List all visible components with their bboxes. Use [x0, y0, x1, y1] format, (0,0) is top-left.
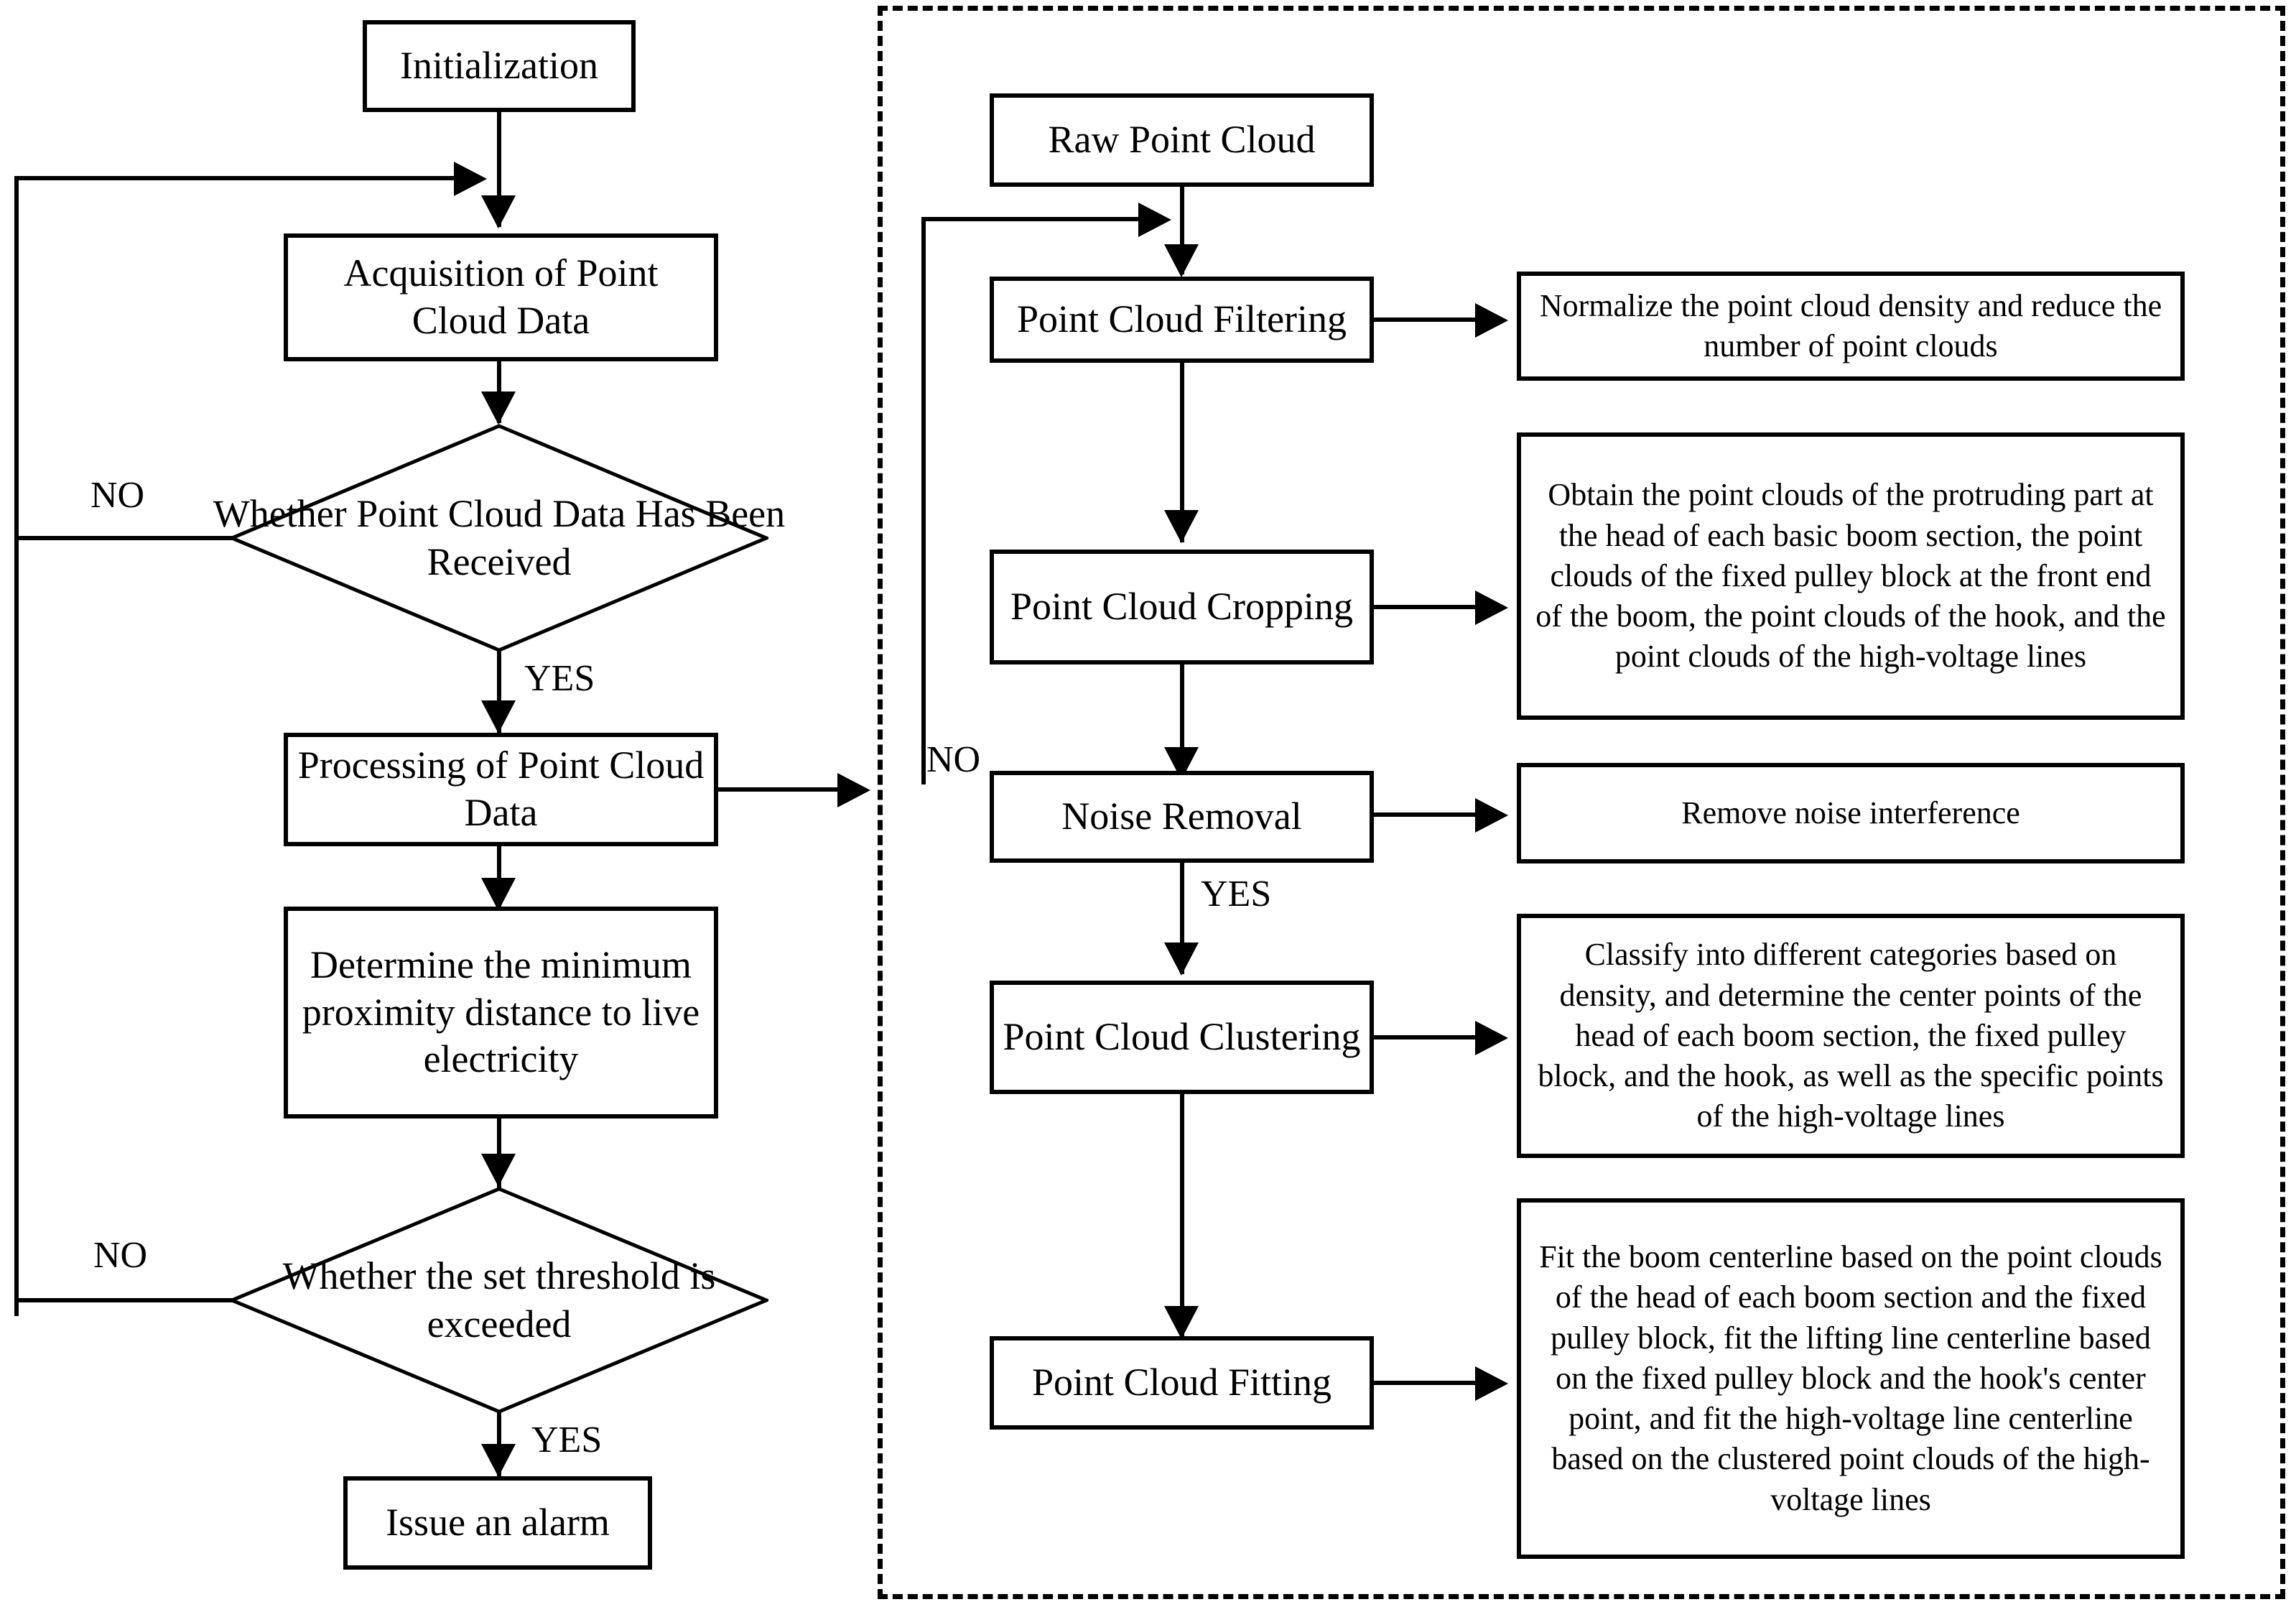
- edge-raw-to-filtering: [1180, 187, 1184, 274]
- edge-fitting-to-description: [1374, 1381, 1478, 1385]
- edge-noise-no-feedback-rail: [921, 217, 926, 784]
- node-acquisition-of-point-cloud-data[interactable]: Acquisition of Point Cloud Data: [284, 233, 718, 361]
- node-point-cloud-fitting-label: Point Cloud Fitting: [1031, 1361, 1332, 1404]
- edge-threshold-no: [14, 1298, 236, 1302]
- edge-label-threshold-yes: YES: [531, 1420, 603, 1460]
- node-noise-removal[interactable]: Noise Removal: [990, 771, 1374, 863]
- edge-received-no: [14, 536, 236, 540]
- edge-label-noise-yes: YES: [1201, 874, 1272, 914]
- edge-processing-to-subprocess: [718, 787, 840, 792]
- node-point-cloud-cropping-label: Point Cloud Cropping: [1010, 585, 1354, 629]
- arrowhead-fitting-to-description: [1475, 1366, 1508, 1401]
- edge-filtering-to-cropping: [1180, 363, 1184, 542]
- arrowhead-filtering-to-cropping: [1164, 510, 1199, 543]
- node-initialization-label: Initialization: [400, 44, 598, 88]
- node-initialization[interactable]: Initialization: [363, 20, 636, 112]
- diamond-shape: [230, 424, 768, 652]
- arrowhead-no-feedback: [454, 162, 487, 196]
- node-raw-point-cloud-label: Raw Point Cloud: [1048, 118, 1316, 162]
- node-determine-label: Determine the minimum proximity distance…: [302, 943, 700, 1081]
- description-noise-label: Remove noise interference: [1681, 795, 2020, 830]
- arrowhead-determine-to-threshold: [481, 1154, 516, 1187]
- description-fitting-label: Fit the boom centerline based on the poi…: [1539, 1238, 2162, 1517]
- edge-no-feedback-rail: [14, 176, 19, 1316]
- arrowhead-threshold-yes: [481, 1444, 516, 1477]
- description-point-cloud-filtering: Normalize the point cloud density and re…: [1517, 272, 2185, 381]
- edge-noise-to-clustering: [1180, 863, 1184, 974]
- arrowhead-acquisition-to-received: [481, 392, 516, 425]
- node-acquisition-label: Acquisition of Point Cloud Data: [343, 251, 659, 342]
- node-alarm-label: Issue an alarm: [386, 1501, 610, 1545]
- arrowhead-processing-to-determine: [481, 878, 516, 911]
- arrowhead-filtering-to-description: [1475, 303, 1508, 338]
- node-point-cloud-filtering[interactable]: Point Cloud Filtering: [990, 277, 1374, 363]
- arrowhead-clustering-to-fitting: [1164, 1306, 1199, 1339]
- arrowhead-noise-to-clustering: [1164, 943, 1199, 976]
- edge-init-to-acquisition: [497, 112, 501, 227]
- edge-clustering-to-fitting: [1180, 1094, 1184, 1338]
- description-point-cloud-cropping: Obtain the point clouds of the protrudin…: [1517, 432, 2185, 720]
- edge-no-feedback-top: [14, 176, 467, 180]
- description-point-cloud-fitting: Fit the boom centerline based on the poi…: [1517, 1198, 2185, 1559]
- node-noise-removal-label: Noise Removal: [1061, 795, 1302, 838]
- description-clustering-label: Classify into different categories based…: [1538, 937, 2164, 1134]
- node-raw-point-cloud[interactable]: Raw Point Cloud: [990, 93, 1374, 187]
- edge-received-yes: [497, 650, 501, 735]
- arrowhead-noise-no-feedback: [1138, 203, 1171, 237]
- edge-filtering-to-description: [1374, 318, 1478, 322]
- arrowhead-noise-to-description: [1475, 798, 1508, 833]
- arrowhead-clustering-to-description: [1475, 1021, 1508, 1055]
- node-issue-an-alarm[interactable]: Issue an alarm: [343, 1476, 652, 1570]
- arrowhead-processing-to-subprocess: [837, 773, 870, 807]
- arrowhead-received-yes: [481, 700, 516, 733]
- edge-cropping-to-description: [1374, 605, 1478, 609]
- edge-noise-no-feedback-top: [921, 217, 1151, 221]
- description-filtering-label: Normalize the point cloud density and re…: [1539, 287, 2162, 363]
- node-point-cloud-cropping[interactable]: Point Cloud Cropping: [990, 550, 1374, 664]
- edge-label-noise-no: NO: [926, 739, 981, 780]
- edge-noise-to-description: [1374, 812, 1478, 817]
- description-cropping-label: Obtain the point clouds of the protrudin…: [1535, 477, 2166, 675]
- node-whether-point-cloud-data-received[interactable]: Whether Point Cloud Data Has Been Receiv…: [213, 424, 785, 652]
- edge-cropping-to-noise: [1180, 664, 1184, 778]
- node-processing-label: Processing of Point Cloud Data: [297, 744, 705, 834]
- arrowhead-raw-to-filtering: [1164, 244, 1199, 277]
- node-point-cloud-filtering-label: Point Cloud Filtering: [1016, 297, 1347, 341]
- node-determine-minimum-proximity-distance[interactable]: Determine the minimum proximity distance…: [284, 907, 718, 1119]
- edge-label-received-no: NO: [90, 475, 145, 516]
- node-point-cloud-fitting[interactable]: Point Cloud Fitting: [990, 1336, 1374, 1430]
- description-point-cloud-clustering: Classify into different categories based…: [1517, 914, 2185, 1158]
- edge-label-threshold-no: NO: [93, 1235, 148, 1276]
- edge-clustering-to-description: [1374, 1035, 1478, 1039]
- arrowhead-init-to-acquisition: [481, 195, 516, 228]
- node-point-cloud-clustering-label: Point Cloud Clustering: [1003, 1015, 1361, 1059]
- node-point-cloud-clustering[interactable]: Point Cloud Clustering: [990, 981, 1374, 1094]
- node-processing-of-point-cloud-data[interactable]: Processing of Point Cloud Data: [284, 733, 718, 846]
- point-cloud-processing-group: [878, 6, 2285, 1599]
- description-noise-removal: Remove noise interference: [1517, 763, 2185, 863]
- arrowhead-cropping-to-description: [1475, 591, 1508, 625]
- node-whether-set-threshold-exceeded[interactable]: Whether the set threshold is exceeded: [230, 1187, 768, 1414]
- diamond-shape: [230, 1187, 768, 1414]
- edge-label-received-yes: YES: [524, 658, 595, 699]
